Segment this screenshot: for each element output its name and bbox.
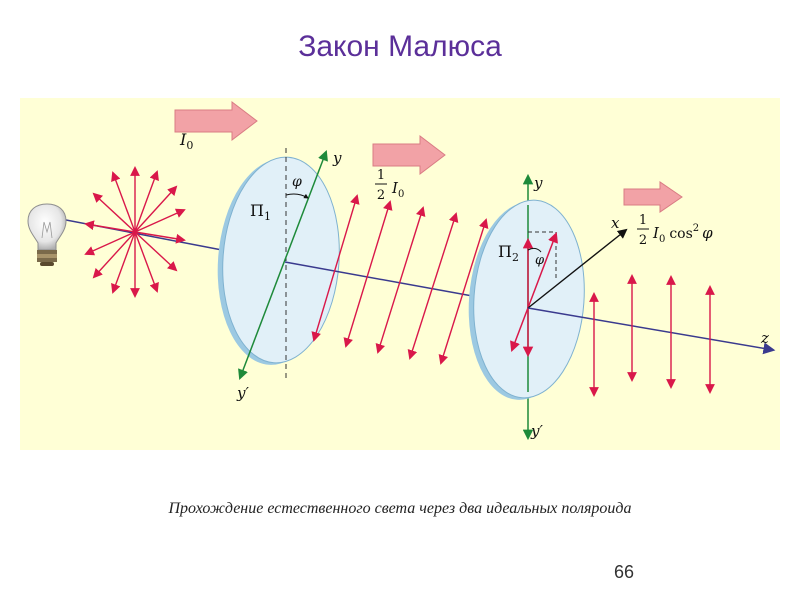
x-axis [527, 228, 628, 309]
label-axis-y1-prime: y′ [236, 384, 249, 402]
label-angle-1: φ [292, 174, 302, 190]
beam-axis-segment-3 [527, 307, 776, 355]
label-axis-z: z [760, 329, 769, 347]
svg-text:1: 1 [377, 168, 385, 183]
angle-arc-2 [527, 247, 542, 253]
light-bulb-icon [27, 203, 67, 266]
svg-text:I0: I0 [391, 179, 404, 200]
label-polarizer-1: П1 [250, 201, 271, 223]
page-number: 66 [614, 562, 635, 582]
intensity-flow-arrow-2 [372, 134, 446, 176]
label-axis-y2-prime: y′ [530, 422, 543, 440]
diagram-caption: Прохождение естественного света через дв… [168, 500, 632, 517]
label-half-intensity: 1 2 I0 [375, 168, 404, 203]
intensity-flow-arrow-3 [623, 181, 683, 213]
svg-text:2: 2 [377, 188, 385, 203]
label-angle-2: φ [535, 253, 545, 268]
label-axis-y2: y [533, 174, 543, 192]
label-intensity-in: I0 [179, 130, 193, 152]
label-polarizer-2: П2 [498, 242, 519, 264]
intensity-flow-arrow-1 [174, 100, 258, 142]
svg-text:1: 1 [639, 213, 647, 228]
label-axis-y1: y [332, 149, 342, 167]
incident-field-vector [510, 232, 558, 352]
polarizer-1-transmission-axis [238, 150, 328, 380]
polarized-rays-2 [589, 274, 715, 397]
svg-text:2: 2 [639, 233, 647, 248]
label-axis-x: x [611, 214, 620, 232]
unpolarized-light-rays [84, 166, 186, 298]
polarized-rays-1 [311, 194, 489, 365]
beam-axis-segment-1 [39, 214, 223, 251]
slide-title: Закон Малюса [298, 30, 502, 63]
angle-arc-1 [285, 193, 309, 199]
